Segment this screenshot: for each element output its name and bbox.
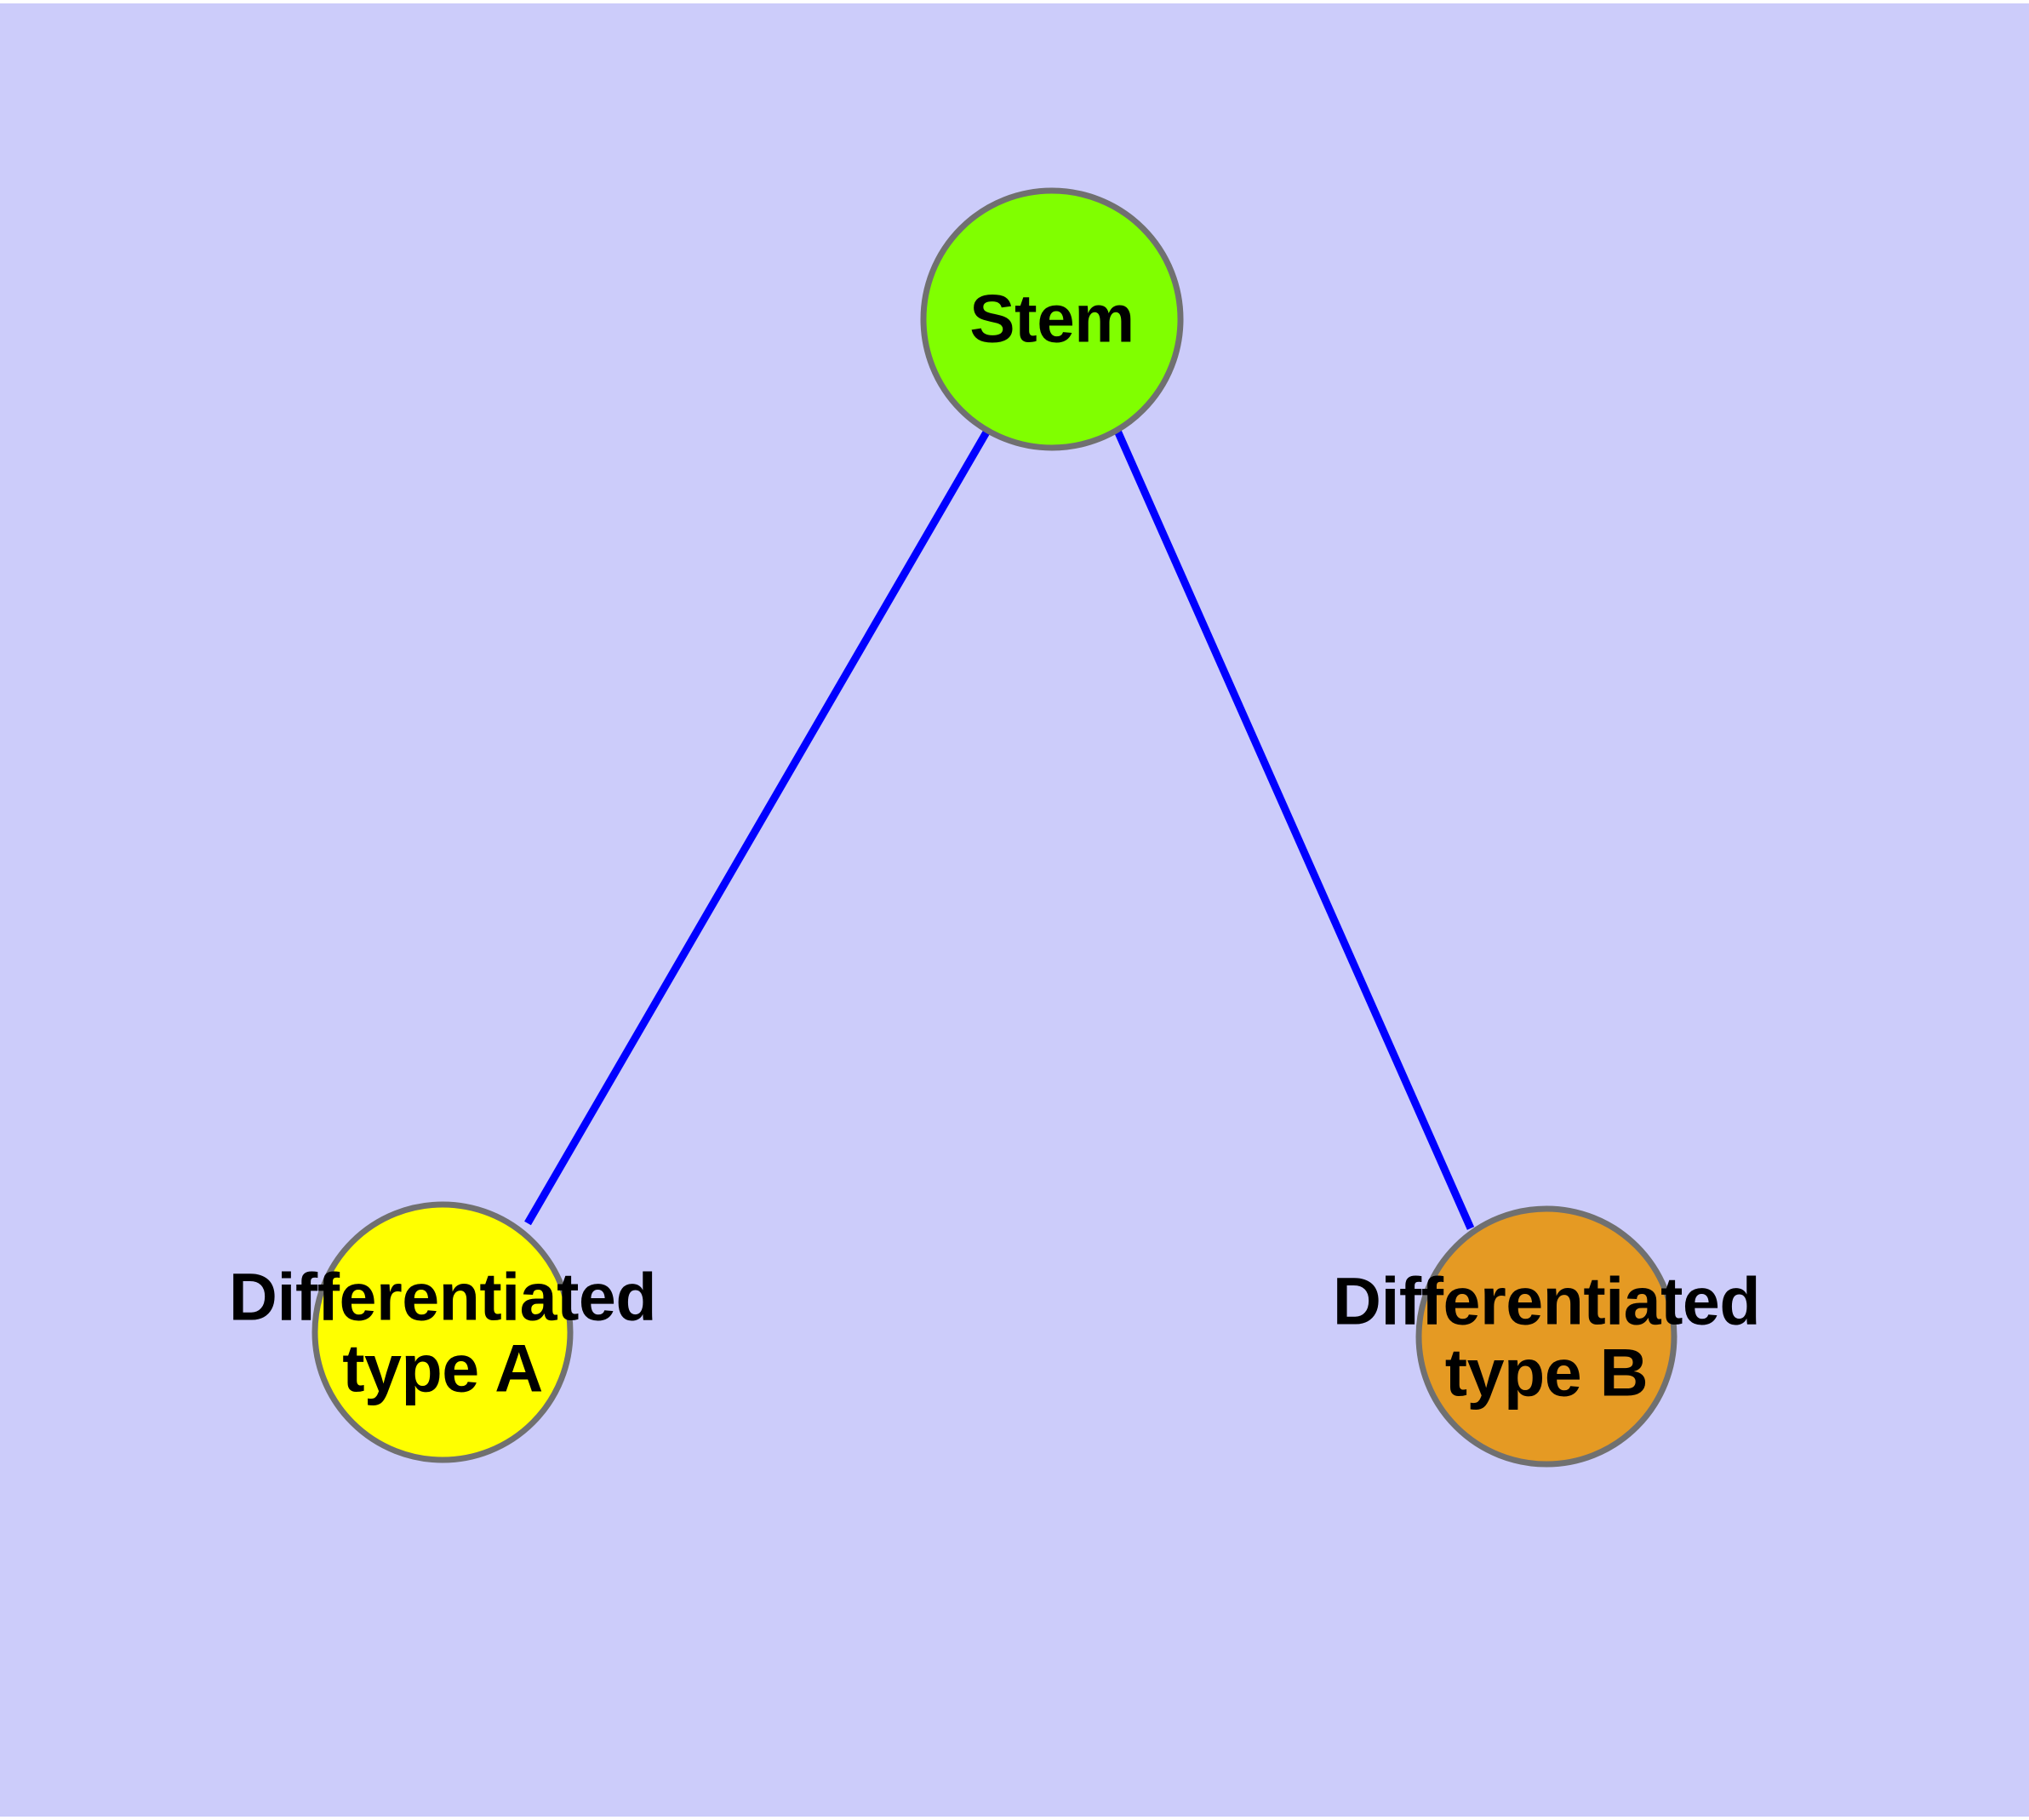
edge-stem-to-differentiated-type-b	[1113, 429, 1475, 1230]
node-differentiated-type-a[interactable]	[311, 1201, 574, 1463]
node-differentiated-type-b[interactable]	[1415, 1205, 1677, 1468]
node-stem[interactable]	[920, 187, 1184, 451]
edge-stem-to-differentiated-type-a	[524, 428, 991, 1226]
edge-layer	[524, 428, 1475, 1230]
node-layer	[311, 187, 1677, 1468]
